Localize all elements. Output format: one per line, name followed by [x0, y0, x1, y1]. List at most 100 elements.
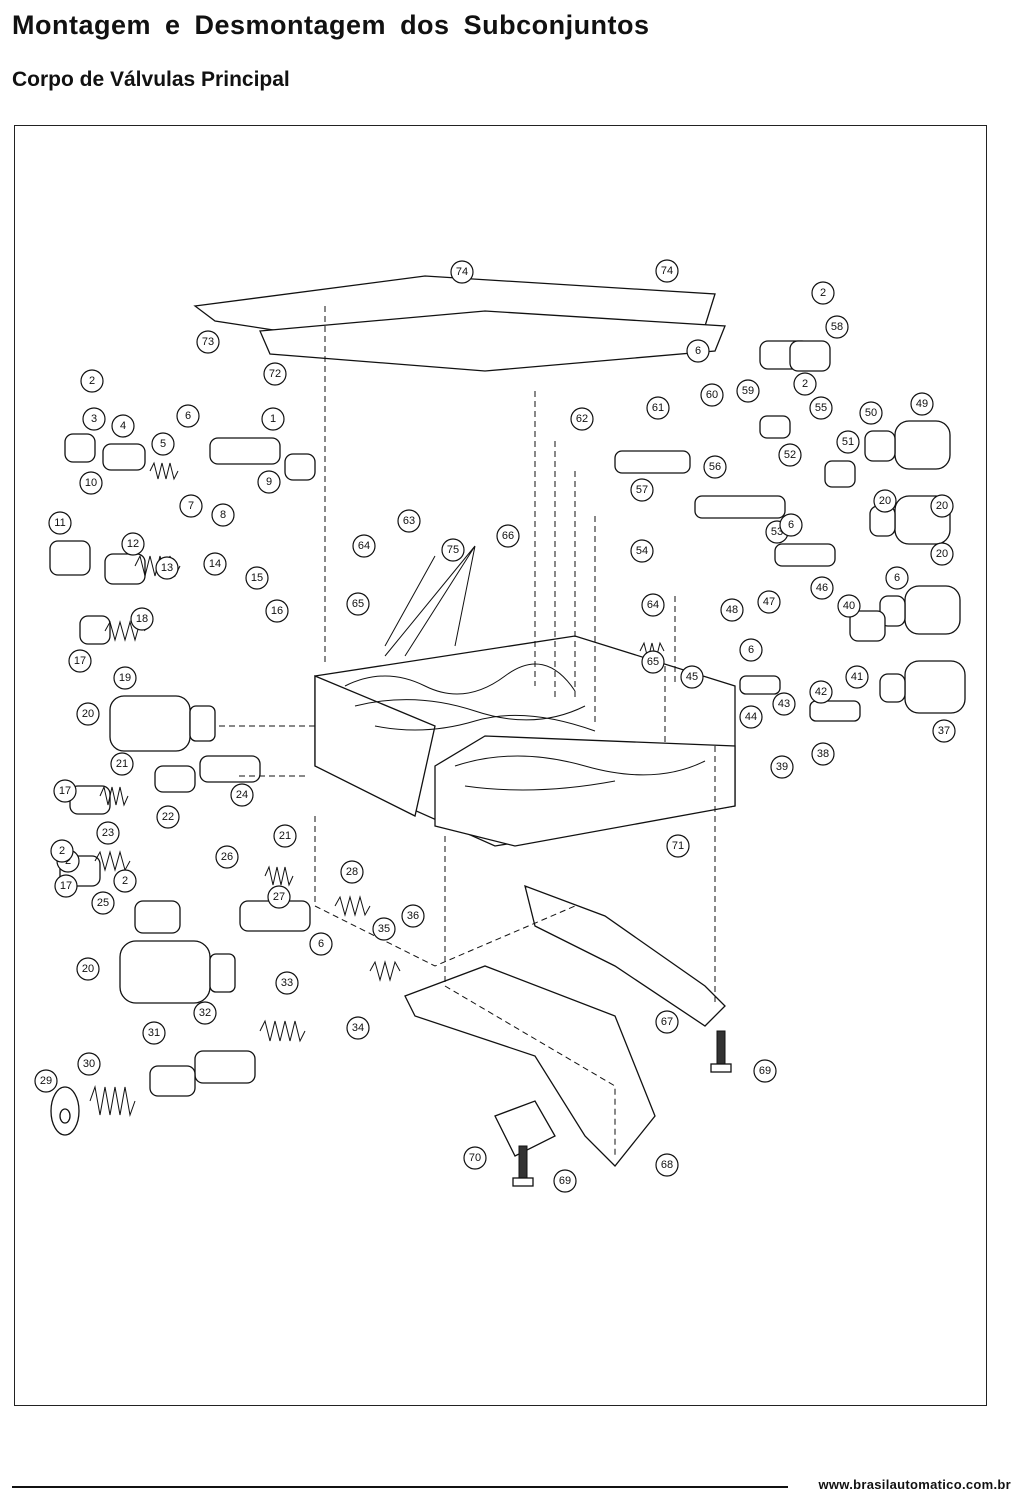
callout-24: 24: [230, 783, 254, 807]
svg-text:2: 2: [59, 845, 65, 857]
callout-20: 20: [930, 494, 954, 518]
callout-52: 52: [778, 443, 802, 467]
callout-63: 63: [397, 509, 421, 533]
svg-text:13: 13: [161, 562, 173, 574]
footer-divider: [12, 1486, 788, 1488]
callout-57: 57: [630, 478, 654, 502]
svg-text:65: 65: [647, 656, 659, 668]
svg-text:21: 21: [116, 758, 128, 770]
callout-5: 5: [151, 432, 175, 456]
svg-text:28: 28: [346, 866, 358, 878]
callout-71: 71: [666, 834, 690, 858]
callout-35: 35: [372, 917, 396, 941]
callout-9: 9: [257, 470, 281, 494]
svg-text:68: 68: [661, 1159, 673, 1171]
callout-29: 29: [34, 1069, 58, 1093]
callout-21: 21: [110, 752, 134, 776]
svg-text:14: 14: [209, 558, 221, 570]
svg-text:54: 54: [636, 545, 648, 557]
svg-text:56: 56: [709, 461, 721, 473]
svg-text:24: 24: [236, 789, 248, 801]
callout-21: 21: [273, 824, 297, 848]
svg-text:72: 72: [269, 368, 281, 380]
callout-37: 37: [932, 719, 956, 743]
svg-text:6: 6: [185, 410, 191, 422]
callout-16: 16: [265, 599, 289, 623]
svg-text:17: 17: [59, 785, 71, 797]
plate-70: [494, 1100, 556, 1157]
callout-34: 34: [346, 1016, 370, 1040]
svg-text:26: 26: [221, 851, 233, 863]
callout-6: 6: [176, 404, 200, 428]
svg-text:41: 41: [851, 671, 863, 683]
callout-61: 61: [646, 396, 670, 420]
callout-6: 6: [686, 339, 710, 363]
callout-6: 6: [779, 513, 803, 537]
callout-33: 33: [275, 971, 299, 995]
callout-74: 74: [655, 259, 679, 283]
svg-text:42: 42: [815, 686, 827, 698]
callout-64: 64: [641, 593, 665, 617]
callout-62: 62: [570, 407, 594, 431]
svg-text:15: 15: [251, 572, 263, 584]
callout-54: 54: [630, 539, 654, 563]
svg-text:6: 6: [894, 572, 900, 584]
svg-text:6: 6: [318, 938, 324, 950]
callout-27: 27: [267, 885, 291, 909]
solenoid-37: [879, 660, 966, 714]
washer-29: [50, 1086, 80, 1136]
svg-text:33: 33: [281, 977, 293, 989]
callout-3: 3: [82, 407, 106, 431]
svg-text:63: 63: [403, 515, 415, 527]
callout-65: 65: [346, 592, 370, 616]
svg-text:27: 27: [273, 891, 285, 903]
callout-20: 20: [930, 542, 954, 566]
svg-text:6: 6: [695, 345, 701, 357]
svg-text:71: 71: [672, 840, 684, 852]
callout-19: 19: [113, 666, 137, 690]
callout-14: 14: [203, 552, 227, 576]
svg-text:6: 6: [788, 519, 794, 531]
callout-67: 67: [655, 1010, 679, 1034]
svg-text:7: 7: [188, 500, 194, 512]
callout-68: 68: [655, 1153, 679, 1177]
svg-text:19: 19: [119, 672, 131, 684]
callout-17: 17: [53, 779, 77, 803]
callout-2: 2: [113, 869, 137, 893]
svg-text:55: 55: [815, 402, 827, 414]
svg-text:5: 5: [160, 438, 166, 450]
svg-text:58: 58: [831, 321, 843, 333]
callout-26: 26: [215, 845, 239, 869]
assembly-lines: [215, 306, 716, 1156]
svg-text:9: 9: [266, 476, 272, 488]
solenoid-49: [864, 420, 951, 470]
svg-text:25: 25: [97, 897, 109, 909]
callout-25: 25: [91, 891, 115, 915]
svg-text:21: 21: [279, 830, 291, 842]
callout-13: 13: [155, 556, 179, 580]
callout-28: 28: [340, 860, 364, 884]
callout-47: 47: [757, 590, 781, 614]
callout-69: 69: [553, 1169, 577, 1193]
svg-text:38: 38: [817, 748, 829, 760]
page-subtitle: Corpo de Válvulas Principal: [12, 68, 290, 91]
callout-65: 65: [641, 650, 665, 674]
svg-text:64: 64: [358, 540, 370, 552]
callout-64: 64: [352, 534, 376, 558]
callout-55: 55: [809, 396, 833, 420]
callout-2: 2: [50, 839, 74, 863]
svg-text:66: 66: [502, 530, 514, 542]
svg-text:20: 20: [82, 708, 94, 720]
svg-text:20: 20: [879, 495, 891, 507]
bolt-69-a: [710, 1030, 732, 1073]
callout-2: 2: [80, 369, 104, 393]
svg-text:44: 44: [745, 711, 757, 723]
svg-text:30: 30: [83, 1058, 95, 1070]
svg-text:53: 53: [771, 526, 783, 538]
footer-url: www.brasilautomatico.com.br: [818, 1477, 1011, 1492]
svg-text:10: 10: [85, 477, 97, 489]
svg-text:36: 36: [407, 910, 419, 922]
svg-text:6: 6: [748, 644, 754, 656]
callout-45: 45: [680, 665, 704, 689]
